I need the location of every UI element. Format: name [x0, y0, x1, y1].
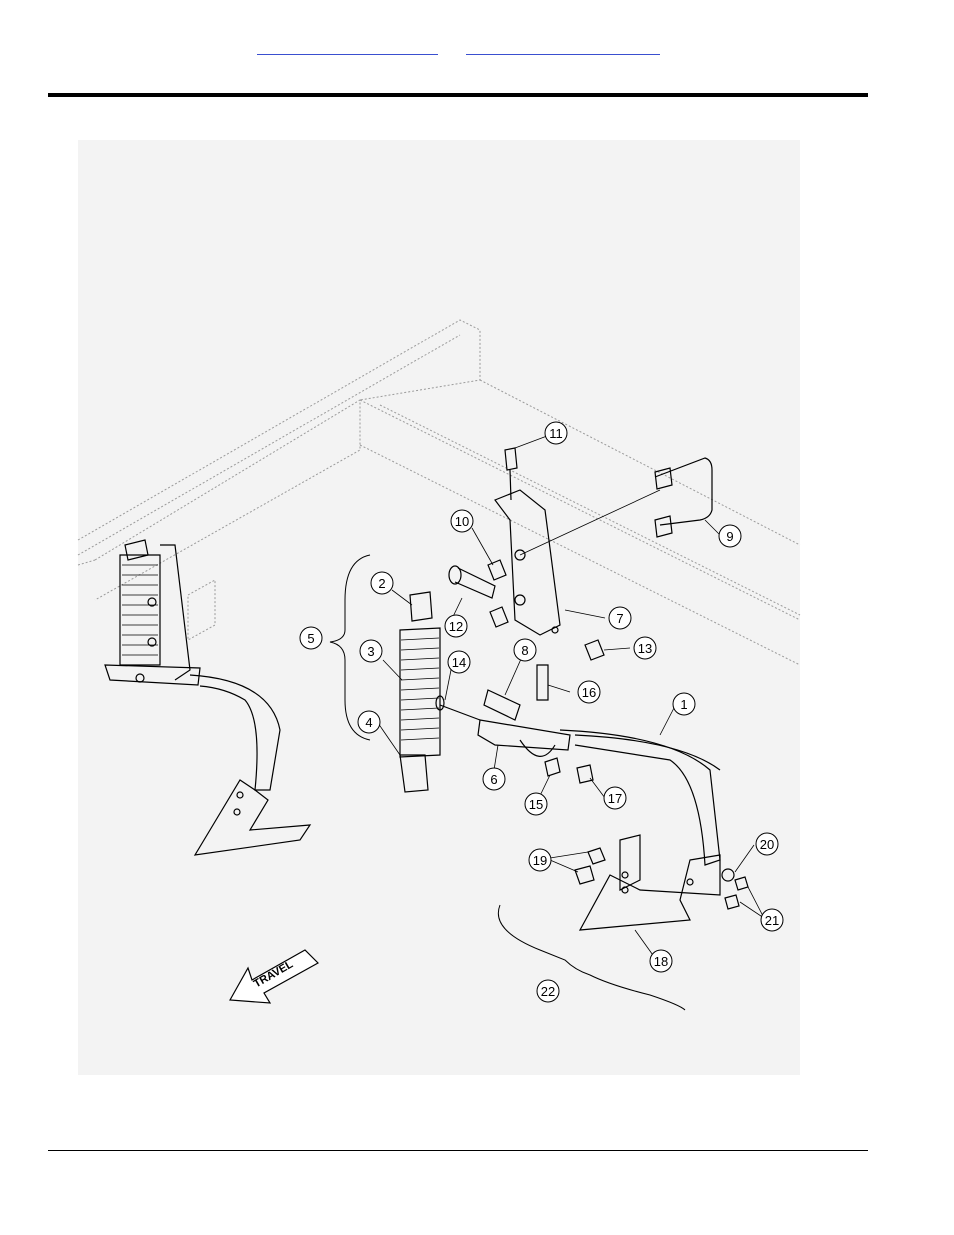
callout-3: 3: [367, 644, 374, 659]
callout-21: 21: [765, 913, 779, 928]
callout-5-brace: [329, 554, 371, 741]
callout-18: 18: [654, 954, 668, 969]
callout-4: 4: [365, 715, 372, 730]
callout-16: 16: [582, 685, 596, 700]
callout-10: 10: [455, 514, 469, 529]
travel-arrow: TRAVEL: [229, 949, 319, 1004]
callout-11: 11: [549, 426, 563, 441]
installed-shank-assembly: [104, 539, 312, 856]
callout-9: 9: [726, 529, 733, 544]
callout-15: 15: [529, 797, 543, 812]
callout-numbers: 1 2 3 4 5 6 7 8 9 10 11 12 13 14 15 16 1…: [307, 426, 779, 999]
callout-20: 20: [760, 837, 774, 852]
callout-1: 1: [680, 697, 687, 712]
callout-19: 19: [533, 853, 547, 868]
exploded-parts: [399, 447, 749, 931]
callout-8: 8: [521, 643, 528, 658]
callout-12: 12: [449, 619, 463, 634]
callout-22: 22: [541, 984, 555, 999]
callout-6: 6: [490, 772, 497, 787]
callout-labels: [299, 421, 784, 1003]
callout-5: 5: [307, 631, 314, 646]
callout-22-brace: [498, 904, 686, 1011]
header-rule: [48, 93, 868, 97]
callout-7: 7: [616, 611, 623, 626]
callout-2: 2: [378, 576, 385, 591]
callout-13: 13: [638, 641, 652, 656]
toolbar-frame: [77, 319, 801, 666]
callout-17: 17: [608, 791, 622, 806]
callout-14: 14: [452, 655, 466, 670]
header-link-2[interactable]: [466, 38, 660, 55]
header-link-1[interactable]: [257, 38, 438, 55]
parts-diagram-area: [78, 140, 800, 1075]
leader-lines: [377, 432, 765, 959]
footer-rule: [48, 1150, 868, 1151]
